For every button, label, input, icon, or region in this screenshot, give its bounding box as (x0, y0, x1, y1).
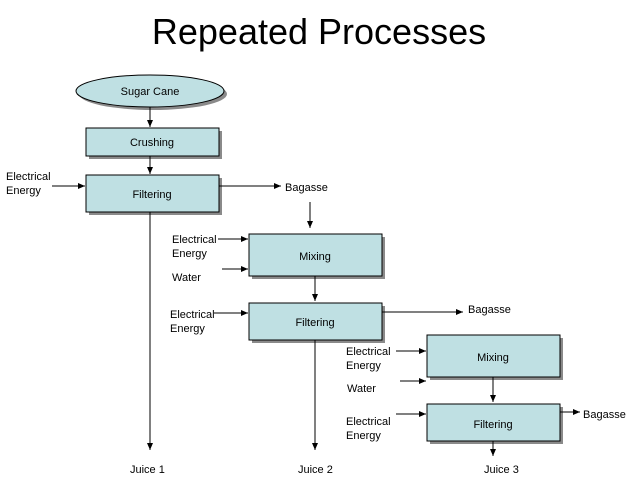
crushing-node (85, 127, 220, 157)
mixing-2-label: Mixing (477, 352, 509, 364)
juice-3-label: Juice 3 (484, 464, 519, 476)
juice-2-label: Juice 2 (298, 464, 333, 476)
filtering-2-node (248, 302, 383, 341)
water-label-2: Water (347, 383, 376, 395)
bagasse-label-3: Bagasse (583, 409, 626, 421)
sugar-cane-label: Sugar Cane (121, 86, 180, 98)
bagasse-label-2: Bagasse (468, 304, 511, 316)
mixing-1-label: Mixing (299, 251, 331, 263)
filtering-1-label: Filtering (132, 189, 171, 201)
filtering-3-node (426, 403, 561, 442)
mixing-1-node (248, 233, 383, 277)
juice-1-label: Juice 1 (130, 464, 165, 476)
mixing-2-node (426, 334, 561, 378)
water-label-1: Water (172, 272, 201, 284)
crushing-label: Crushing (130, 137, 174, 149)
bagasse-label-1: Bagasse (285, 182, 328, 194)
filtering-1-node (85, 174, 220, 213)
filtering-2-label: Filtering (295, 317, 334, 329)
filtering-3-label: Filtering (473, 419, 512, 431)
diagram-title: Repeated Processes (152, 11, 486, 52)
